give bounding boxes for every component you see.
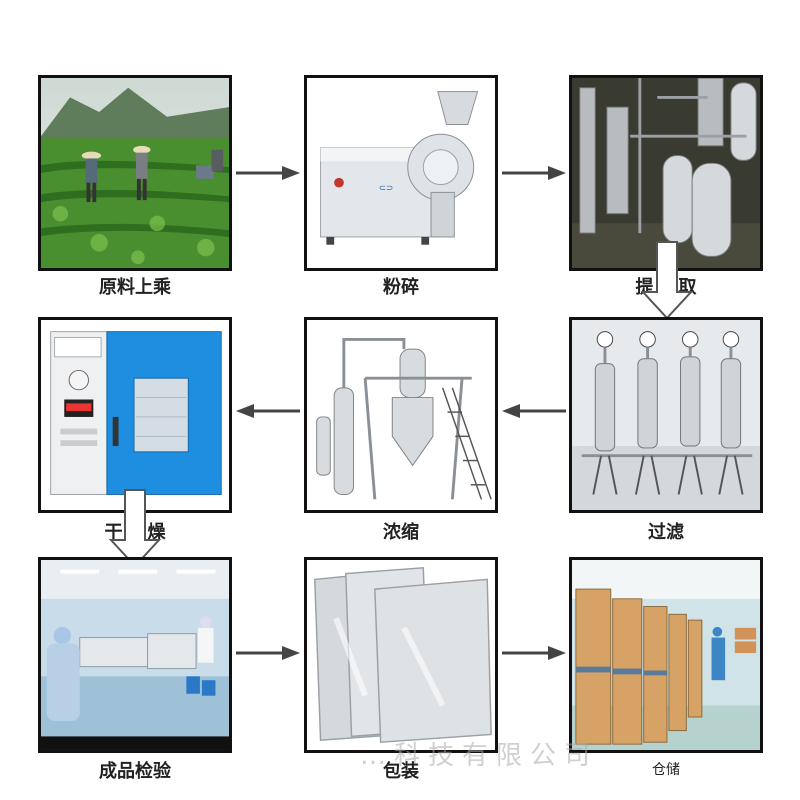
step-image-storage <box>569 557 763 753</box>
foil-bags-photo <box>307 560 495 750</box>
svg-text:⊂⊃: ⊂⊃ <box>379 183 394 193</box>
arrow-inspection-to-packaging <box>236 646 300 660</box>
step-label-inspection: 成品检验 <box>99 761 171 782</box>
extraction-tanks-photo <box>572 78 760 268</box>
step-label-crushing: 粉碎 <box>383 277 419 298</box>
concentrator-photo <box>307 320 495 510</box>
farmers-field-photo <box>41 78 229 268</box>
step-label-raw-material: 原料上乘 <box>99 277 171 298</box>
arrow-crushing-to-extraction <box>502 166 566 180</box>
warehouse-drums-photo <box>572 560 760 750</box>
step-image-inspection <box>38 557 232 753</box>
step-image-packaging <box>304 557 498 753</box>
step-label-drying: 干 燥 <box>104 522 166 543</box>
step-image-raw-material <box>38 75 232 271</box>
farmer-figure <box>81 151 102 203</box>
drying-oven-photo <box>41 320 229 510</box>
arrow-drying-to-inspection <box>108 489 162 568</box>
step-image-drying <box>38 317 232 513</box>
grinding-machine-photo: ⊂⊃ <box>307 78 495 268</box>
step-label-filtration: 过滤 <box>648 522 684 543</box>
step-image-filtration <box>569 317 763 513</box>
arrow-concentration-to-drying <box>236 404 300 418</box>
lab-worker <box>46 626 80 721</box>
step-label-storage: 仓储 <box>652 762 680 778</box>
step-label-packaging: 包装 <box>383 761 419 782</box>
inspection-lab-photo <box>41 560 229 750</box>
arrow-filtration-to-concentration <box>502 404 566 418</box>
filter-housings-photo <box>572 320 760 510</box>
step-label-concentration: 浓缩 <box>383 522 419 543</box>
step-image-crushing: ⊂⊃ <box>304 75 498 271</box>
step-image-concentration <box>304 317 498 513</box>
arrow-extraction-to-filtration <box>640 241 694 320</box>
arrow-raw-to-crushing <box>236 166 300 180</box>
arrow-packaging-to-storage <box>502 646 566 660</box>
